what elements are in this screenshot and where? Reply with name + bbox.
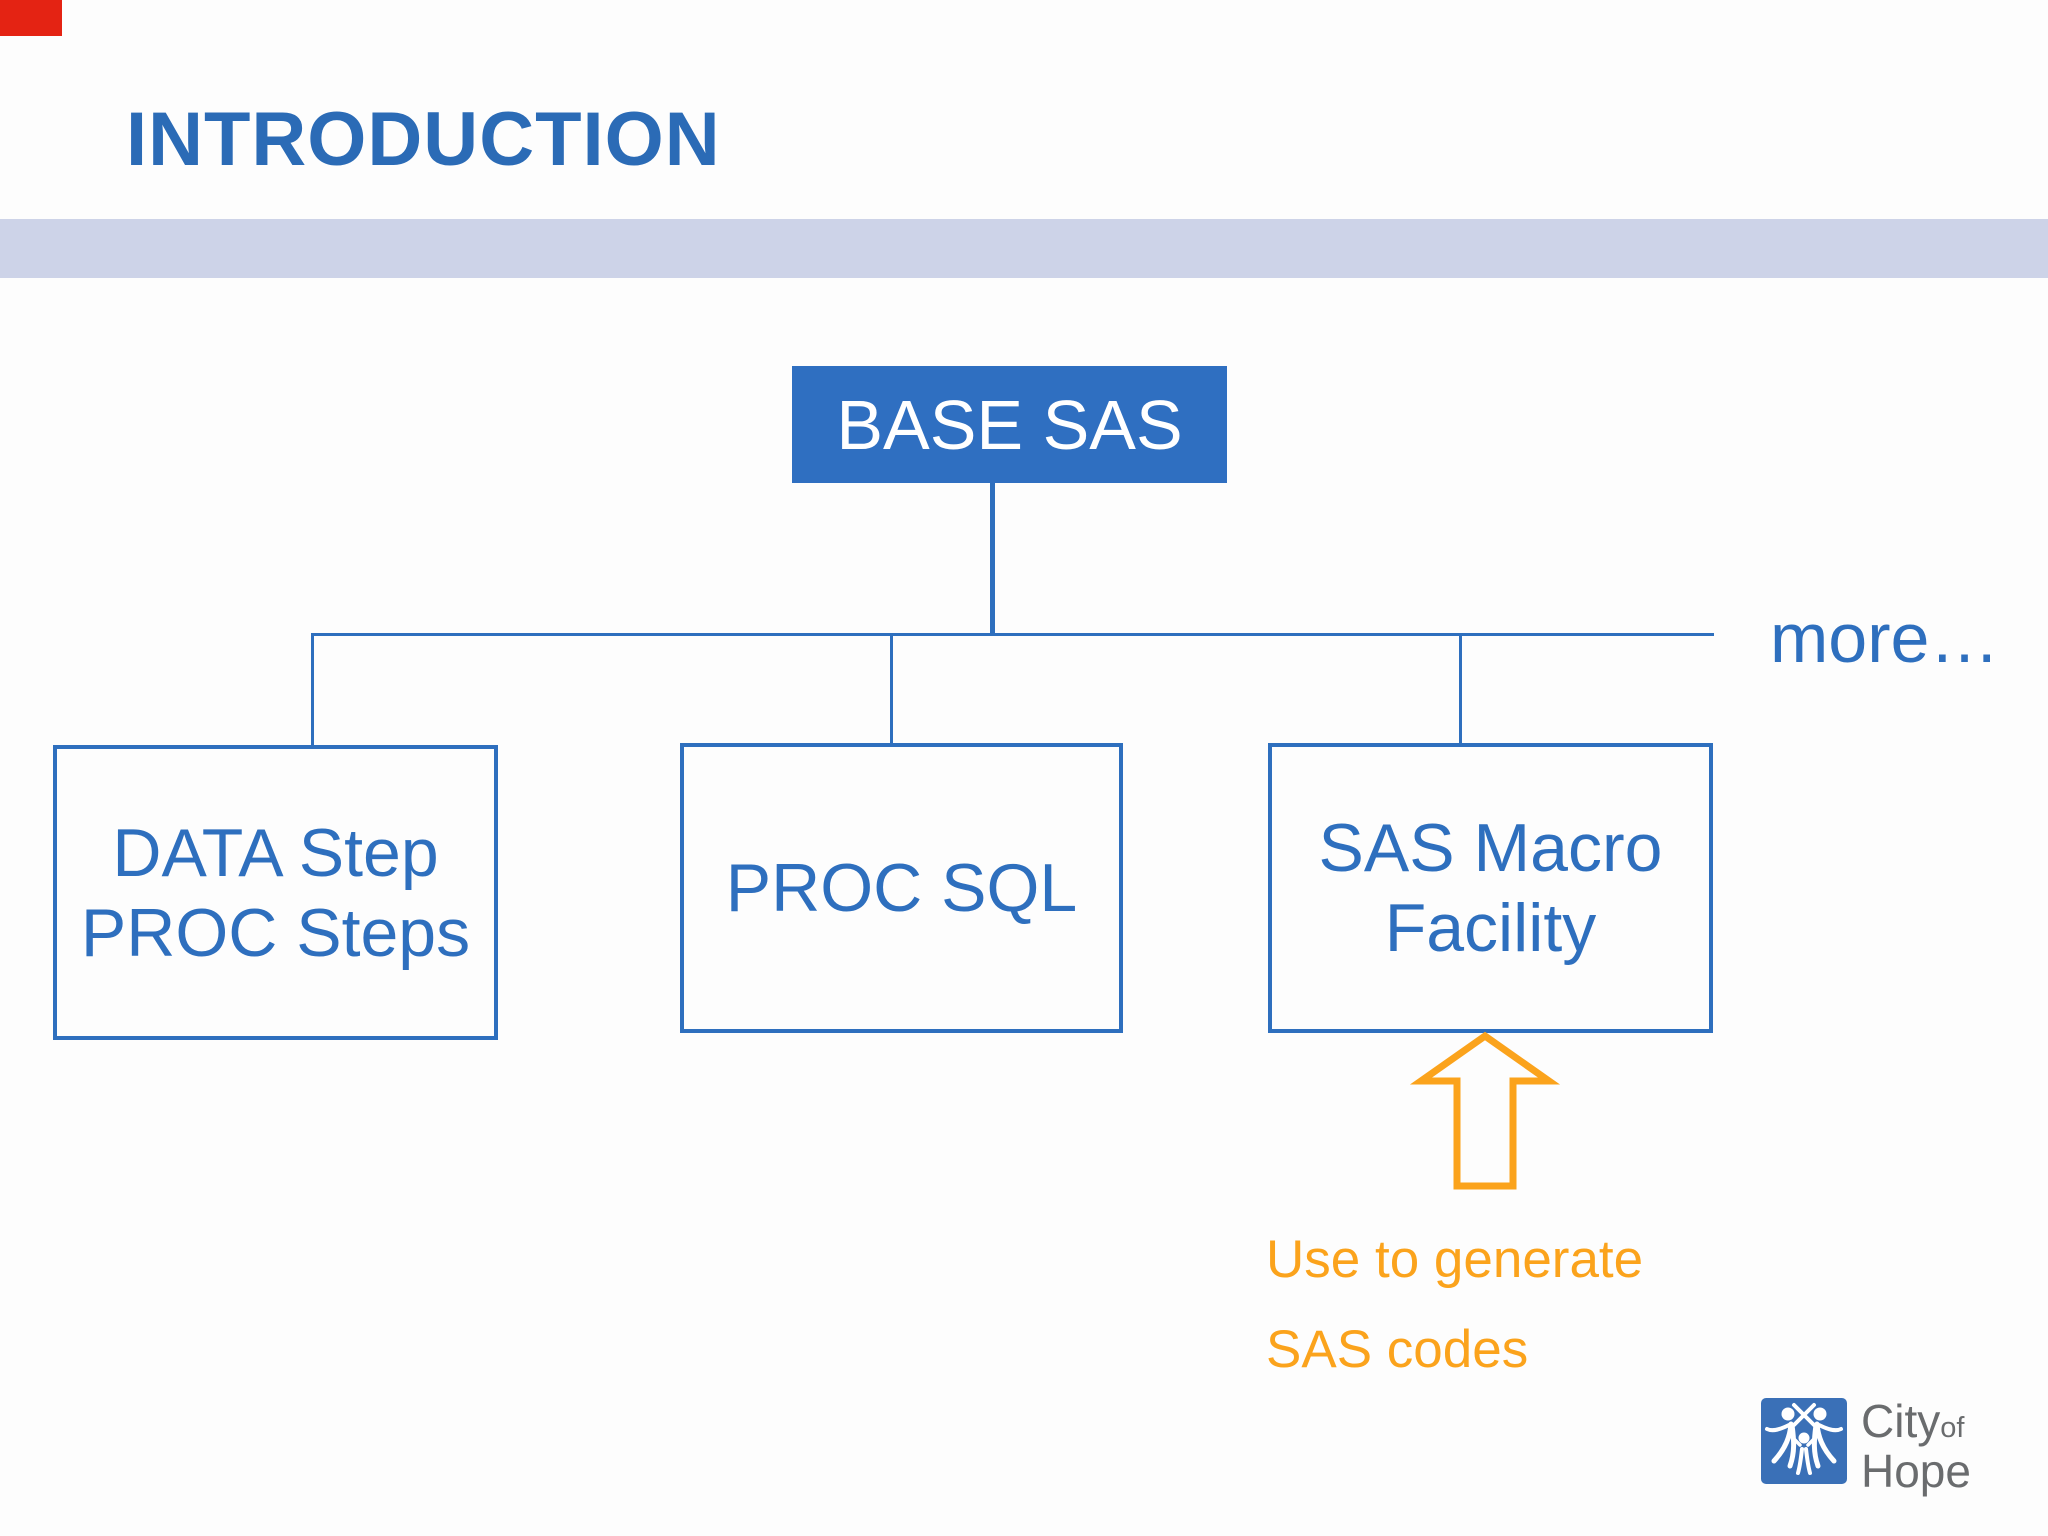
box-label-line: PROC SQL	[725, 850, 1078, 926]
connector-stem	[990, 483, 995, 635]
connector-drop-left	[311, 633, 314, 745]
diagram-box-proc-sql: PROC SQL	[680, 743, 1123, 1033]
annotation-text: Use to generate SAS codes	[1266, 1215, 1643, 1395]
logo-city-text: City	[1861, 1395, 1941, 1447]
connector-drop-right	[1459, 633, 1462, 743]
logo-hope-text: Hope	[1861, 1445, 1971, 1497]
box-label-line: Facility	[1384, 890, 1597, 966]
up-block-arrow-icon	[1409, 1031, 1561, 1190]
diagram-box-sas-macro: SAS Macro Facility	[1268, 743, 1713, 1033]
diagram-box-data-proc-steps: DATA Step PROC Steps	[53, 745, 498, 1040]
box-label-line: DATA Step	[112, 814, 439, 891]
title-underline-band	[0, 219, 2048, 278]
box-label-line: SAS Macro	[1318, 810, 1663, 886]
annotation-line: SAS codes	[1266, 1320, 1529, 1379]
more-label: more…	[1770, 599, 2000, 677]
connector-rail	[311, 633, 1714, 636]
logo-wordmark: Cityof Hope	[1861, 1398, 1971, 1494]
city-of-hope-logo: Cityof Hope	[1761, 1398, 1971, 1494]
slide-title: INTRODUCTION	[126, 97, 721, 182]
box-label-line: PROC Steps	[80, 894, 471, 971]
annotation-line: Use to generate	[1266, 1230, 1644, 1289]
diagram-root-box: BASE SAS	[792, 366, 1227, 483]
logo-of-text: of	[1940, 1412, 1965, 1444]
corner-red-mark	[0, 0, 62, 36]
city-of-hope-figures-icon	[1761, 1398, 1847, 1484]
connector-drop-middle	[890, 633, 893, 743]
diagram-root-label: BASE SAS	[836, 385, 1183, 464]
